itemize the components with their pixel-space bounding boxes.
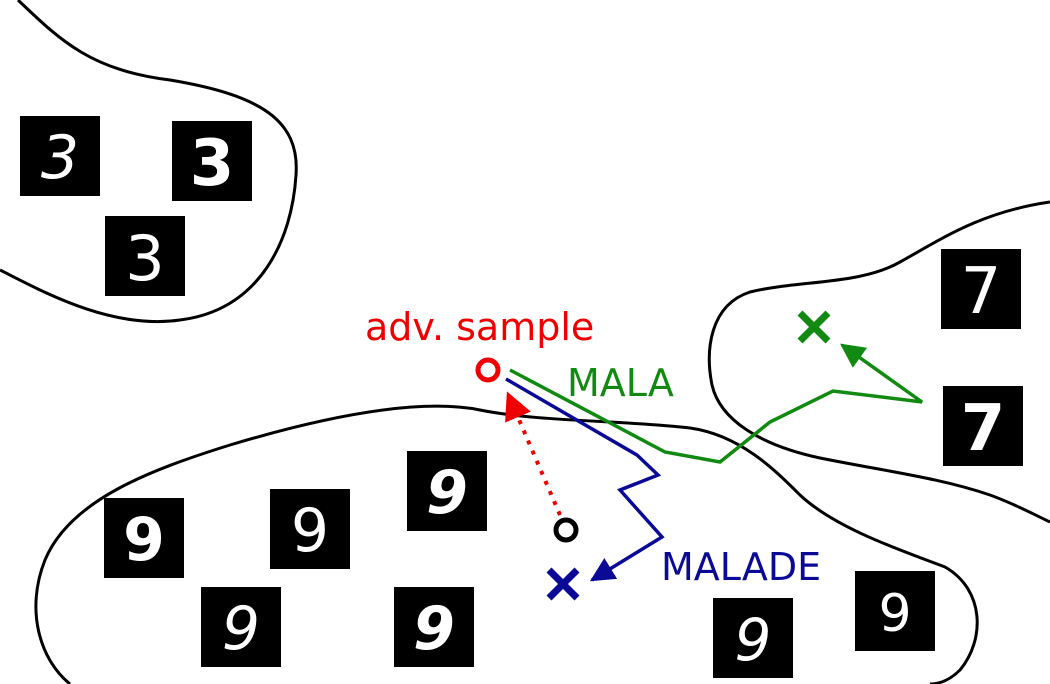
region-seven — [707, 200, 1050, 524]
digit-glyph: 9 — [291, 496, 329, 566]
digit-tile-nine: 9 — [855, 571, 935, 651]
malade-endpoint-x — [546, 567, 580, 601]
original-sample-circle — [553, 517, 579, 543]
mala-endpoint-x — [797, 310, 831, 344]
malade-label: MALADE — [661, 545, 821, 589]
digit-tile-three: 3 — [105, 216, 185, 296]
digit-tile-seven: 7 — [941, 249, 1021, 329]
digit-glyph: 9 — [123, 505, 165, 575]
region-three — [0, 0, 298, 323]
adversarial-shift-arrow — [505, 391, 562, 516]
region-nine — [34, 404, 979, 684]
digit-glyph: 3 — [125, 222, 164, 295]
digit-tile-three: 3 — [172, 121, 252, 201]
mala-label: MALA — [567, 361, 674, 405]
digit-tile-nine: 9 — [407, 451, 487, 531]
digit-glyph: 7 — [961, 392, 1006, 466]
adversarial-sample-circle — [475, 357, 501, 383]
digit-tile-nine: 9 — [394, 587, 474, 667]
digit-tile-nine: 9 — [104, 498, 184, 578]
digit-tile-nine: 9 — [201, 587, 281, 667]
digit-glyph: 9 — [222, 594, 260, 664]
digit-glyph: 3 — [41, 123, 79, 193]
digit-tile-three: 3 — [20, 116, 100, 196]
digit-glyph: 9 — [735, 606, 772, 674]
digit-tile-nine: 9 — [713, 598, 793, 678]
digit-tile-nine: 9 — [270, 489, 350, 569]
adv-sample-label: adv. sample — [365, 305, 594, 349]
digit-glyph: 9 — [426, 458, 468, 528]
digit-glyph: 9 — [878, 584, 911, 644]
mala-path — [509, 343, 924, 464]
digit-glyph: 3 — [190, 127, 235, 201]
digit-glyph: 9 — [413, 594, 455, 664]
malade-path — [505, 377, 665, 582]
digit-glyph: 7 — [961, 255, 1002, 329]
digit-tile-seven: 7 — [943, 386, 1023, 466]
